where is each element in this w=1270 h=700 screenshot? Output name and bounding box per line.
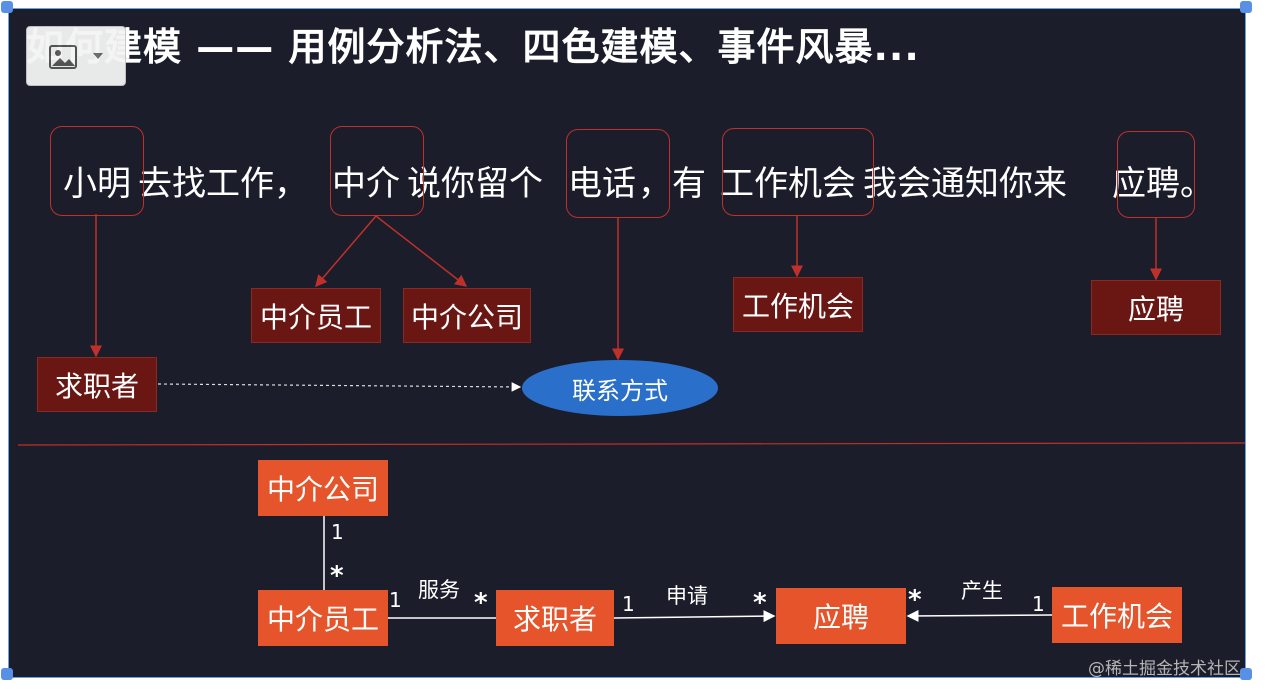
highlight-zhongjie xyxy=(330,126,424,216)
resize-handle-bottom-right[interactable] xyxy=(1240,668,1252,680)
highlight-yingpin xyxy=(1117,131,1195,218)
sentence-part-4: 我会通知你来 xyxy=(863,164,1067,204)
node-agency-company: 中介公司 xyxy=(403,288,531,343)
highlight-gongzuo xyxy=(722,128,874,216)
section-divider xyxy=(17,442,1246,446)
highlight-dianhua xyxy=(566,129,670,218)
assoc-label-produce: 产生 xyxy=(961,579,1003,603)
resize-handle-top-left[interactable] xyxy=(1,1,13,13)
sentence-part-5: 。 xyxy=(1180,164,1214,204)
class-job-opportunity: 工作机会 xyxy=(1052,587,1182,643)
sentence-part-3: ，有 xyxy=(638,164,706,204)
highlight-xiaoming xyxy=(50,126,144,216)
edge-seeker-contact-dashed xyxy=(157,382,522,392)
sentence-part-2: 说你留个 xyxy=(407,164,543,204)
resize-handle-top-right[interactable] xyxy=(1240,1,1252,13)
sentence-dianhua: 电话 xyxy=(568,164,636,204)
node-contact-info: 联系方式 xyxy=(522,360,718,416)
node-application: 应聘 xyxy=(1091,280,1221,335)
image-options-button[interactable] xyxy=(26,26,126,86)
class-agency-company: 中介公司 xyxy=(258,460,388,516)
node-job-opportunity: 工作机会 xyxy=(733,277,863,332)
sentence-xiaoming: 小明 xyxy=(63,164,131,204)
mult-seeker-1: 1 xyxy=(622,592,635,616)
node-agency-employee: 中介员工 xyxy=(251,288,381,343)
assoc-job-application xyxy=(906,609,1053,622)
assoc-seeker-application xyxy=(613,610,776,623)
sentence-zhongjie: 中介 xyxy=(332,164,400,204)
class-application: 应聘 xyxy=(776,588,906,644)
mult-company-1: 1 xyxy=(331,520,344,544)
chevron-down-icon xyxy=(93,53,103,59)
slide-canvas: 如何建模 —— 用例分析法、四色建模、事件风暴... 小明 去找工作， 中介 说… xyxy=(8,8,1246,678)
class-agency-employee: 中介员工 xyxy=(258,590,388,646)
mult-employee-1: 1 xyxy=(389,588,402,612)
node-contact-info-label: 联系方式 xyxy=(572,376,668,405)
sentence-part-1: 去找工作， xyxy=(138,164,308,204)
node-job-seeker: 求职者 xyxy=(37,357,157,412)
edge-agency-employee xyxy=(315,215,377,288)
sentence-gongzuo: 工作机会 xyxy=(720,164,856,204)
mult-job-1: 1 xyxy=(1032,592,1045,616)
slide-title: 如何建模 —— 用例分析法、四色建模、事件风暴... xyxy=(26,25,920,69)
mult-application-many-left: * xyxy=(753,588,767,618)
edge-agency-company xyxy=(375,215,468,287)
mult-application-many-right: * xyxy=(908,585,922,615)
connector-lines xyxy=(17,214,1246,623)
class-job-seeker: 求职者 xyxy=(496,590,614,646)
assoc-label-apply: 申请 xyxy=(666,584,708,608)
mult-seeker-many: * xyxy=(474,588,488,618)
watermark: @稀土掘金技术社区 xyxy=(1088,659,1241,679)
mult-employee-many: * xyxy=(330,561,344,591)
resize-handle-bottom-left[interactable] xyxy=(1,668,13,680)
image-icon xyxy=(49,45,77,69)
sentence-yingpin: 应聘 xyxy=(1112,164,1180,204)
assoc-label-service: 服务 xyxy=(418,578,460,602)
